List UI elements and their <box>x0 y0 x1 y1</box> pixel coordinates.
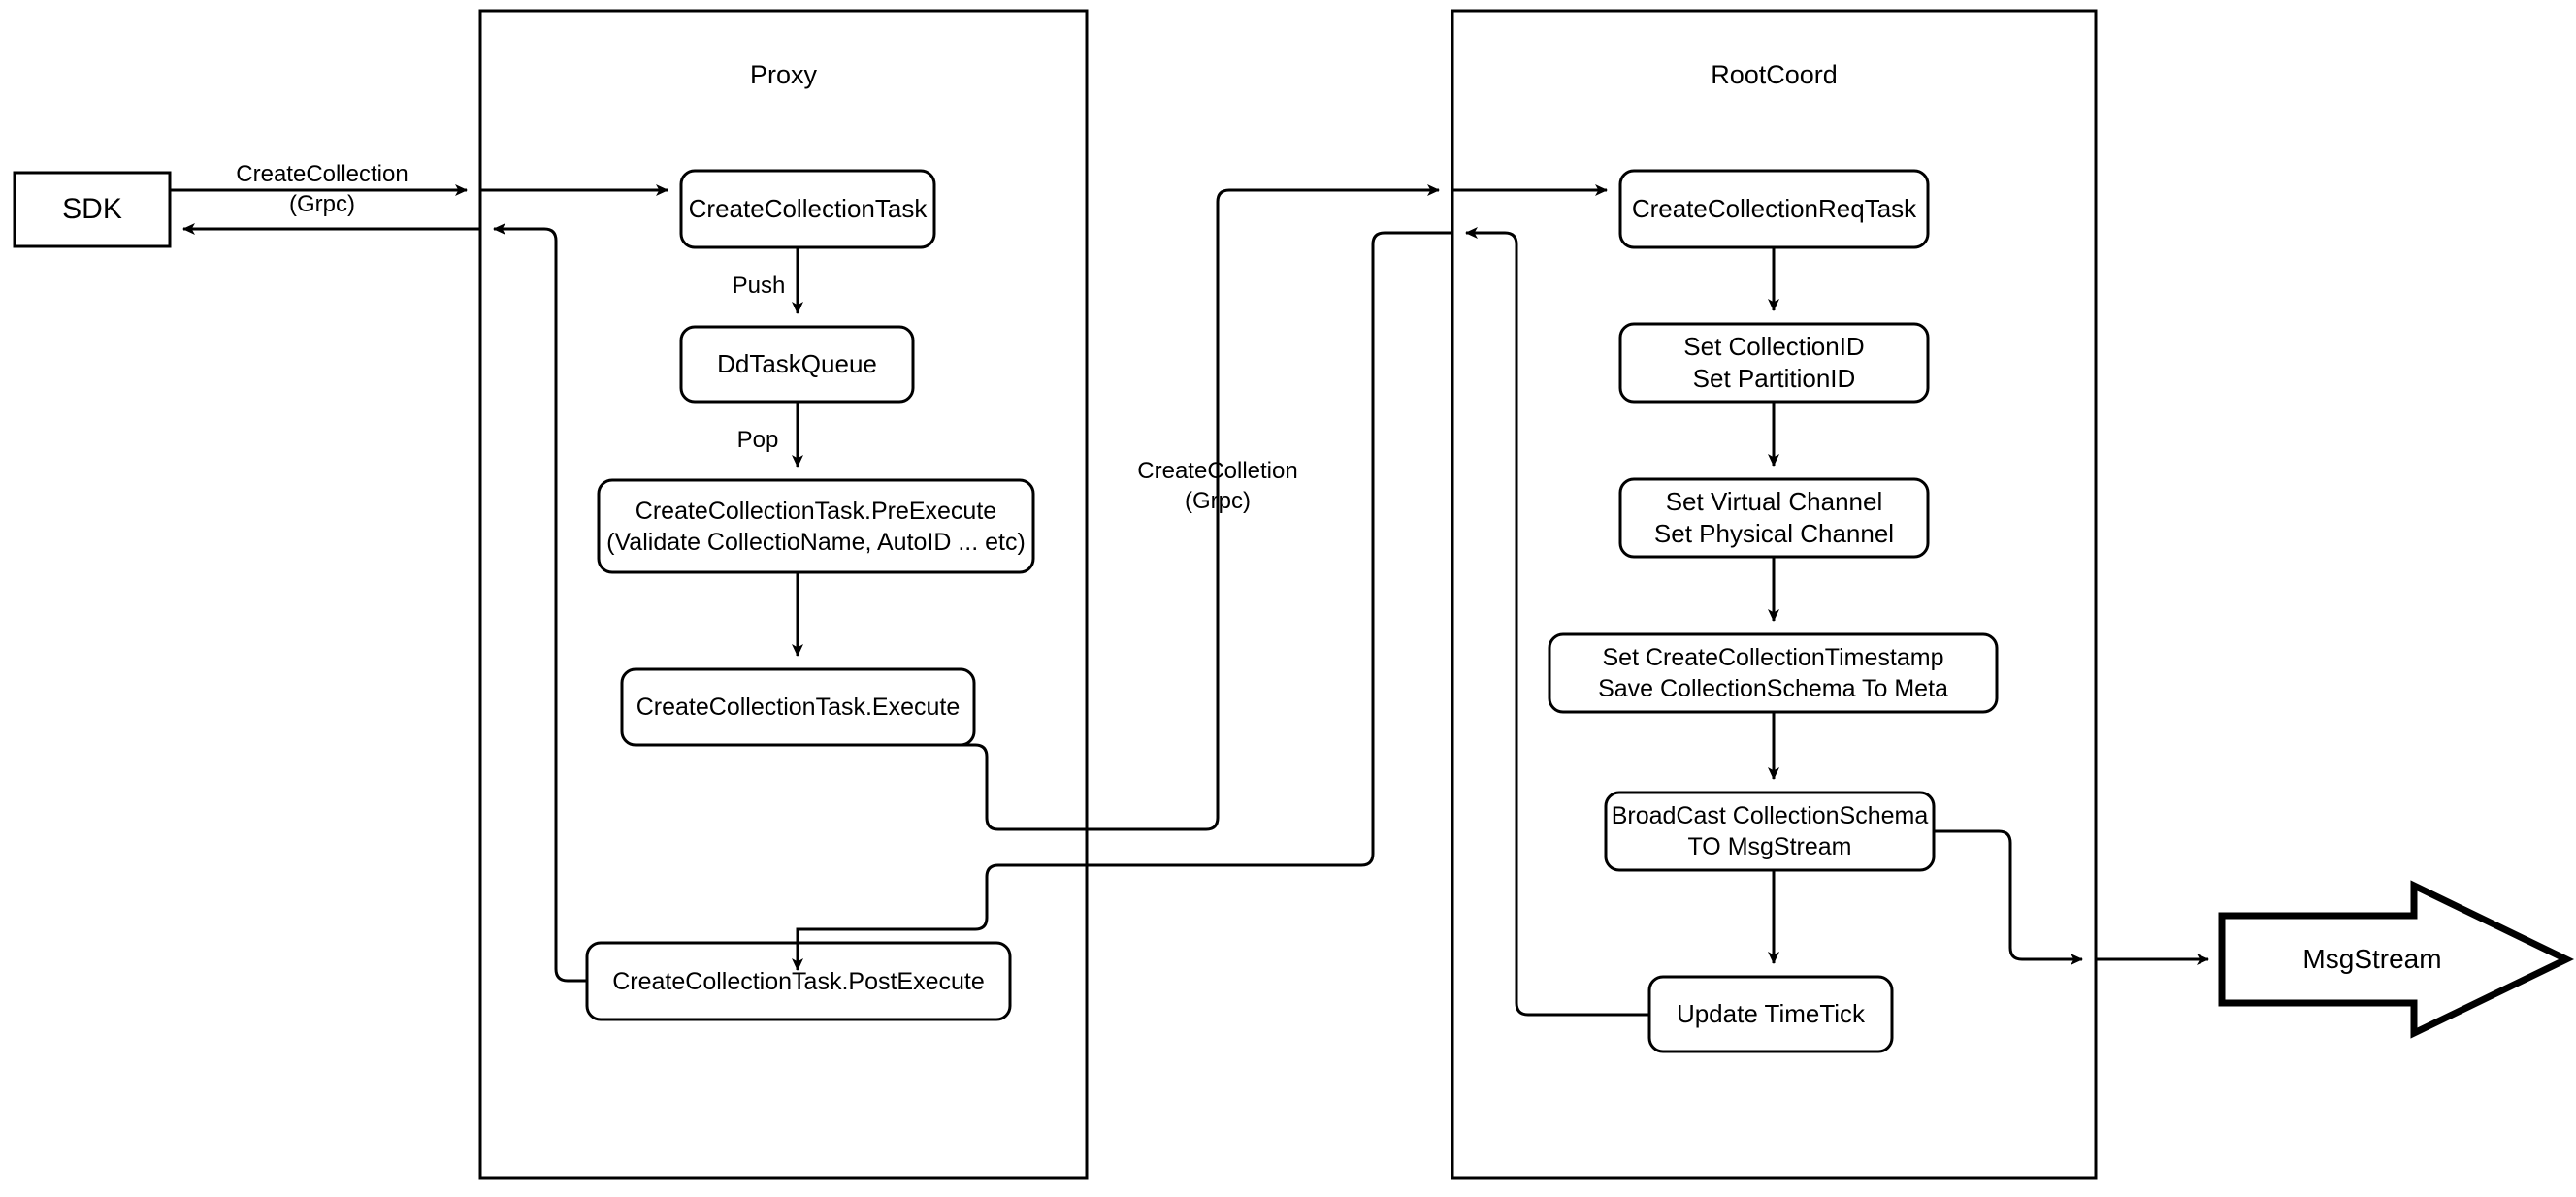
node-set-ids-shape <box>1618 322 1930 404</box>
edge-broadcast-to-msgstream <box>1934 829 2083 965</box>
node-create-collection-task-shape <box>679 169 936 249</box>
edge-rootcoord-to-post-execute <box>792 231 1452 971</box>
node-set-timestamp-shape <box>1548 632 1999 714</box>
node-set-channels-shape <box>1618 477 1930 559</box>
container-title-proxy: Proxy <box>749 60 818 89</box>
node-msgstream-shape <box>2218 880 2575 1039</box>
node-sdk-shape <box>13 171 172 248</box>
node-execute-shape <box>620 667 976 747</box>
container-title-rootcoord: RootCoord <box>1711 60 1838 89</box>
edge-update-timetick-to-return <box>1465 227 1649 1017</box>
edge-post-execute-to-sdk-return <box>493 223 587 983</box>
node-update-timetick-shape <box>1647 975 1894 1053</box>
node-create-collection-req-task-shape <box>1618 169 1930 249</box>
node-pre-execute-shape <box>597 478 1035 574</box>
edge-execute-to-rootcoord <box>798 184 1440 831</box>
node-broadcast-schema-shape <box>1604 791 1936 872</box>
node-dd-task-queue-shape <box>679 325 915 404</box>
